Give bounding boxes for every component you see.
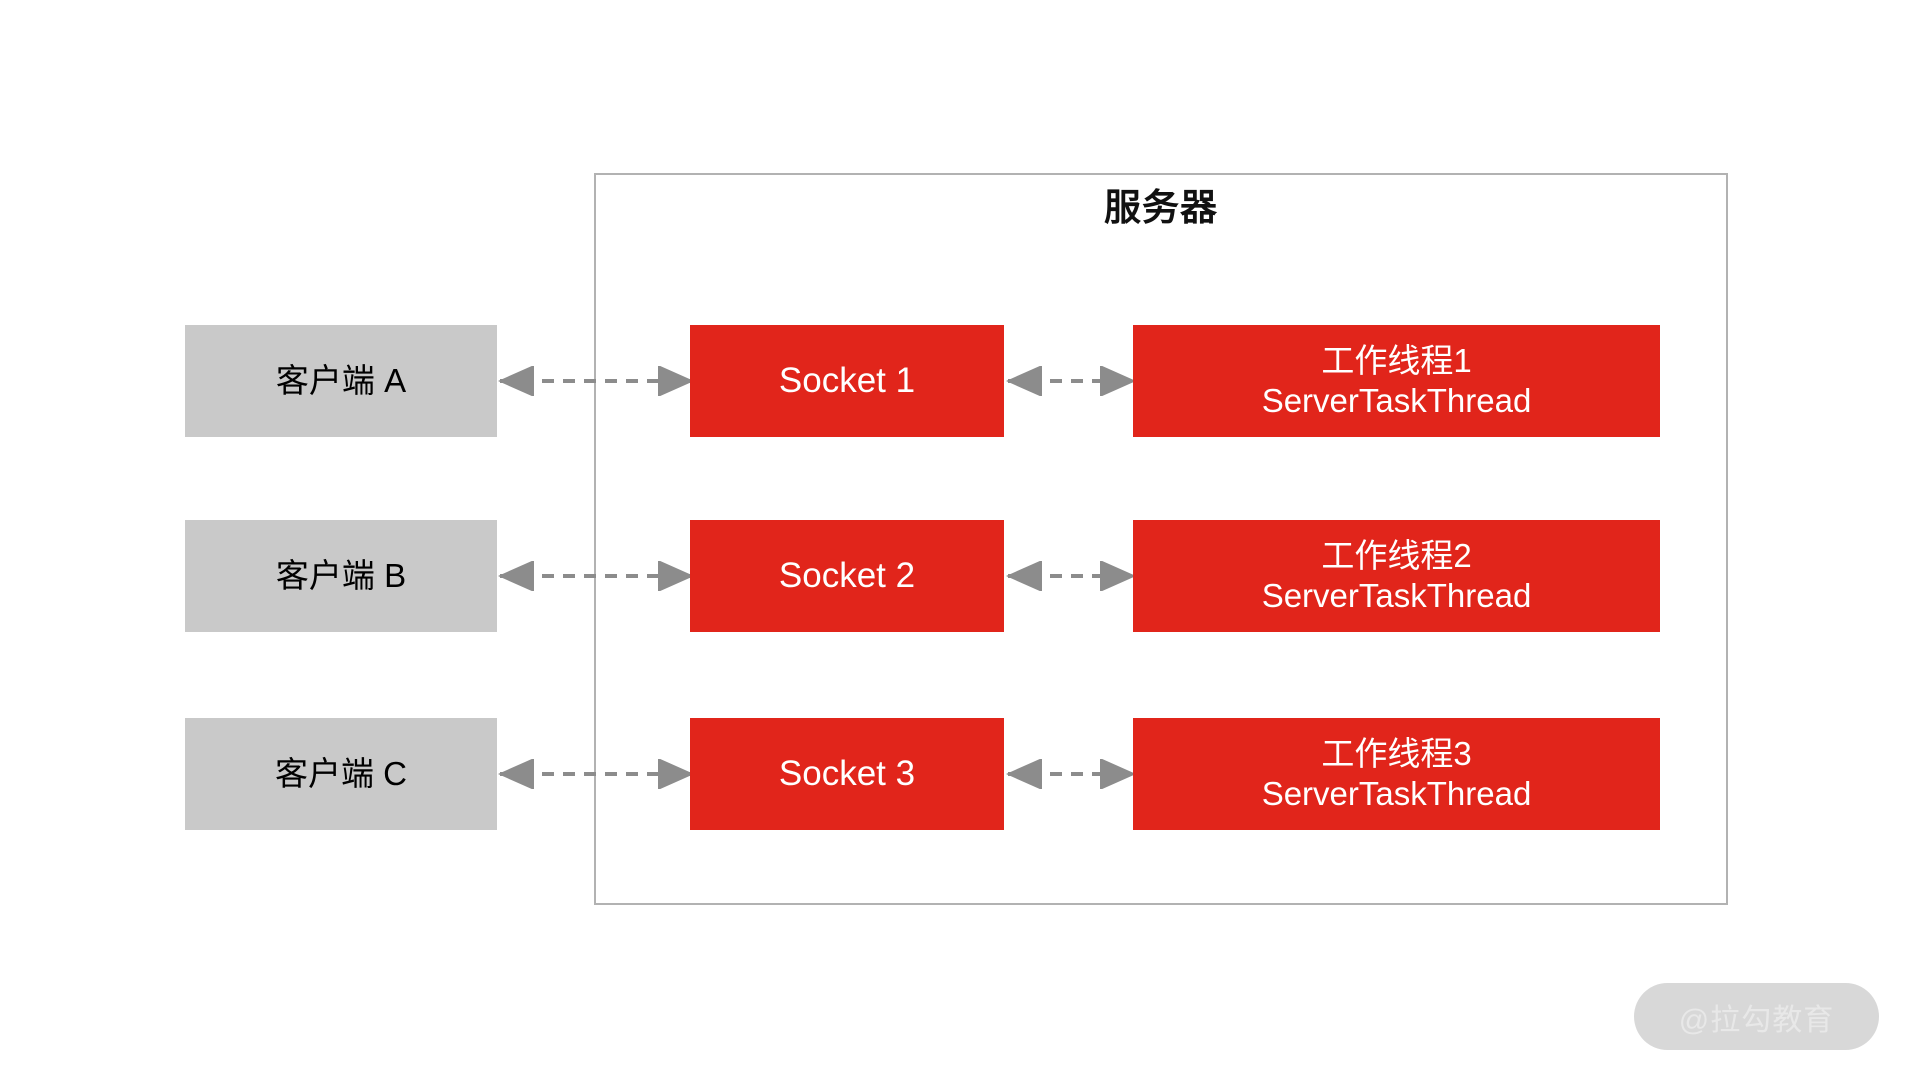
worker-box-2[interactable]: 工作线程2 ServerTaskThread <box>1133 520 1660 632</box>
client-label-b: 客户端 B <box>275 556 407 594</box>
worker-label-3-line1: 工作线程3 <box>1321 734 1472 772</box>
socket-label-3: Socket 3 <box>778 753 916 793</box>
connector-client-b-to-socket-2 <box>498 561 694 591</box>
socket-label-1: Socket 1 <box>778 360 916 400</box>
socket-label-2: Socket 2 <box>778 555 916 595</box>
watermark-badge: @拉勾教育 <box>1634 983 1879 1050</box>
client-box-a[interactable]: 客户端 A <box>185 325 497 437</box>
worker-label-1-line2: ServerTaskThread <box>1261 382 1532 419</box>
worker-label-1-line1: 工作线程1 <box>1321 341 1472 379</box>
worker-label-3-line2: ServerTaskThread <box>1261 775 1532 812</box>
server-title: 服务器 <box>1104 187 1218 228</box>
client-box-b[interactable]: 客户端 B <box>185 520 497 632</box>
client-label-a: 客户端 A <box>275 361 407 399</box>
worker-label-2-line2: ServerTaskThread <box>1261 577 1532 614</box>
server-container <box>594 173 1728 905</box>
worker-box-3[interactable]: 工作线程3 ServerTaskThread <box>1133 718 1660 830</box>
watermark-text: @拉勾教育 <box>1678 1003 1835 1037</box>
connector-client-a-to-socket-1 <box>498 366 694 396</box>
connector-socket-1-to-worker-1 <box>1006 366 1136 396</box>
client-label-c: 客户端 C <box>275 754 407 792</box>
worker-label-2-line1: 工作线程2 <box>1321 536 1472 574</box>
socket-box-2[interactable]: Socket 2 <box>690 520 1004 632</box>
client-box-c[interactable]: 客户端 C <box>185 718 497 830</box>
connector-client-c-to-socket-3 <box>498 759 694 789</box>
socket-box-3[interactable]: Socket 3 <box>690 718 1004 830</box>
worker-box-1[interactable]: 工作线程1 ServerTaskThread <box>1133 325 1660 437</box>
socket-box-1[interactable]: Socket 1 <box>690 325 1004 437</box>
connector-socket-3-to-worker-3 <box>1006 759 1136 789</box>
connector-socket-2-to-worker-2 <box>1006 561 1136 591</box>
